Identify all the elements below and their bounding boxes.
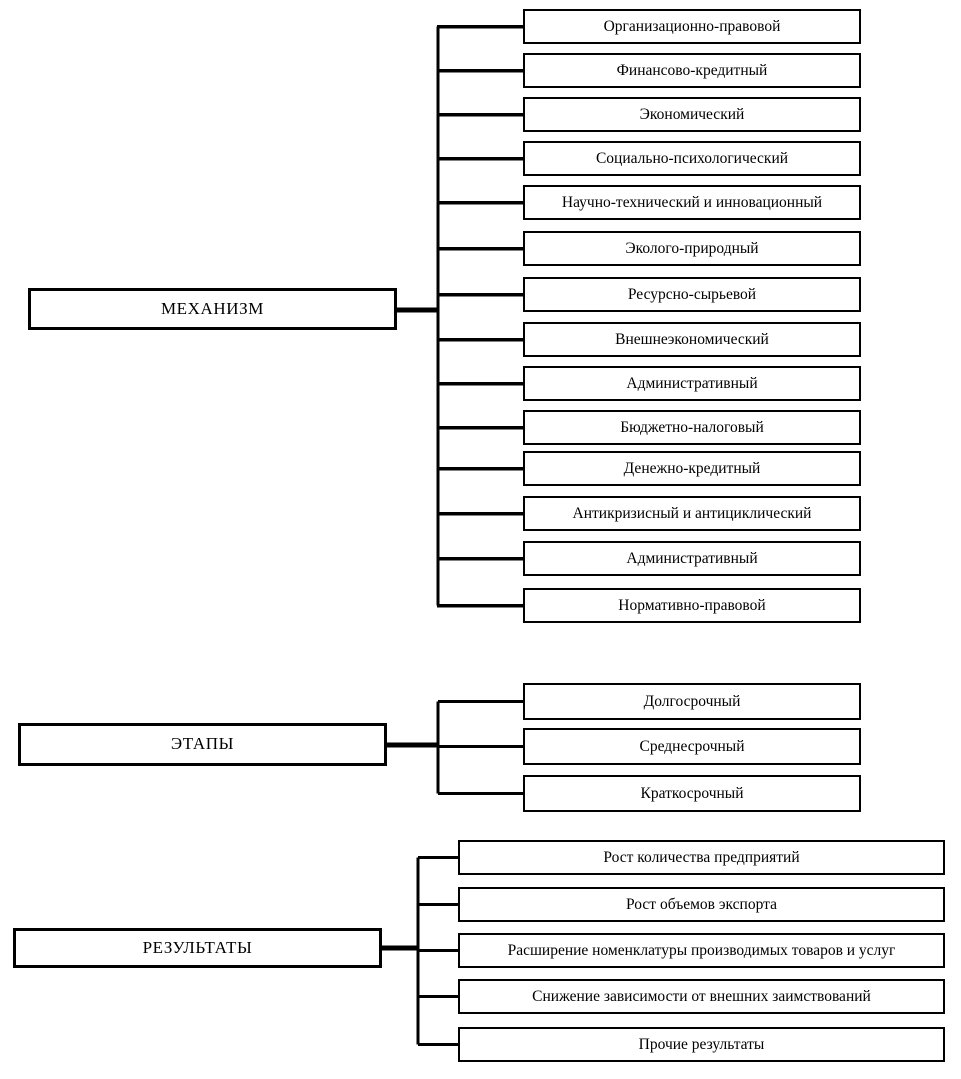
stage-item-box: Среднесрочный (523, 728, 861, 765)
mechanism-stubs (437, 24, 523, 608)
result-item-box: Рост количества предприятий (458, 840, 945, 875)
result-item-box: Рост объемов экспорта (458, 887, 945, 922)
result-item-box: Расширение номенклатуры производимых тов… (458, 933, 945, 968)
mechanism-item-box: Ресурсно-сырьевой (523, 277, 861, 312)
results-parent-box: РЕЗУЛЬТАТЫ (13, 928, 382, 968)
mechanism-item-box: Эколого-природный (523, 231, 861, 266)
results-stubs (418, 856, 458, 1046)
mechanism-item-box: Социально-психологический (523, 141, 861, 176)
stage-item-box: Краткосрочный (523, 775, 861, 812)
mechanism-item-box: Нормативно-правовой (523, 588, 861, 623)
stages-parent-box: ЭТАПЫ (18, 723, 387, 766)
mechanism-item-box: Бюджетно-налоговый (523, 410, 861, 445)
mechanism-item-box: Административный (523, 366, 861, 401)
result-item-box: Прочие результаты (458, 1027, 945, 1062)
mechanism-item-box: Финансово-кредитный (523, 53, 861, 88)
mechanism-item-box: Внешнеэкономический (523, 322, 861, 357)
stages-stubs (438, 700, 523, 795)
mechanism-parent-box: МЕХАНИЗМ (28, 288, 397, 330)
mechanism-item-box: Организационно-правовой (523, 9, 861, 44)
mechanism-item-box: Антикризисный и антициклический (523, 496, 861, 531)
mechanism-item-box: Научно-технический и инновационный (523, 185, 861, 220)
mechanism-item-box: Экономический (523, 97, 861, 132)
mechanism-item-box: Административный (523, 541, 861, 576)
mechanism-item-box: Денежно-кредитный (523, 451, 861, 486)
stage-item-box: Долгосрочный (523, 683, 861, 720)
result-item-box: Снижение зависимости от внешних заимство… (458, 979, 945, 1014)
